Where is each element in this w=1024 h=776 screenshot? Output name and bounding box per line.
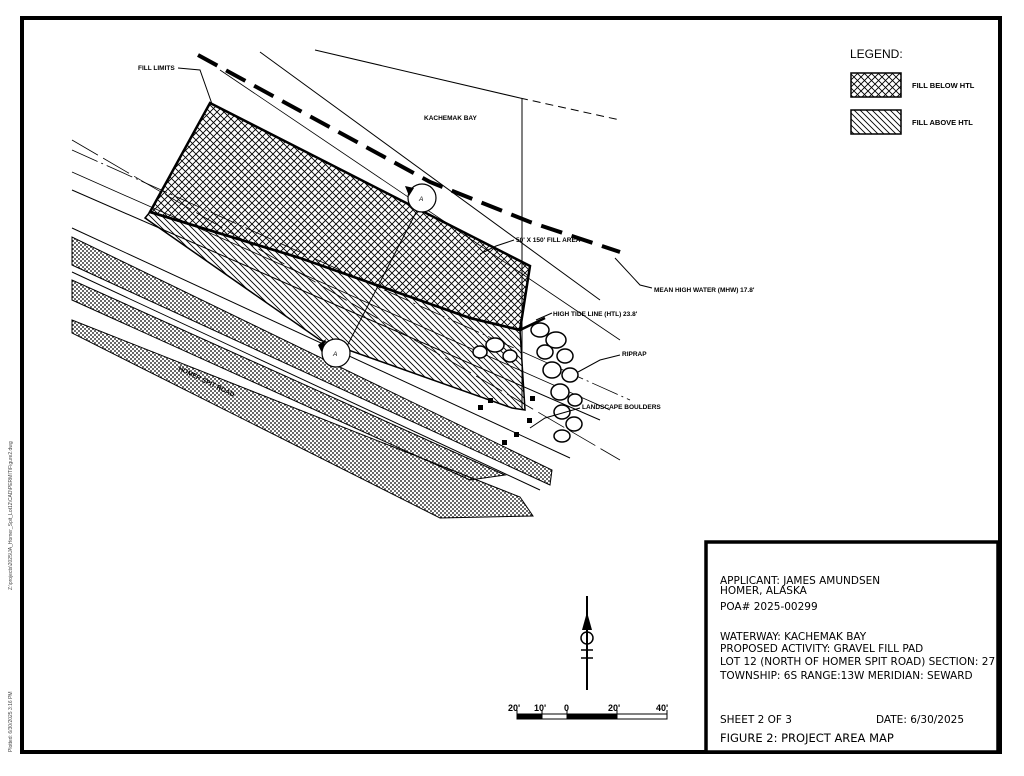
lot-line: LOT 12 (NORTH OF HOMER SPIT ROAD) SECTIO… [720, 656, 996, 668]
section-marker-label-top: A [418, 196, 423, 203]
kachemak-bay-label: KACHEMAK BAY [424, 115, 478, 122]
fill-limits-label: FILL LIMITS [138, 65, 175, 72]
htl-label: HIGH TIDE LINE (HTL) 23.8' [553, 311, 638, 318]
north-arrow [580, 596, 594, 690]
landscape-boulder-marks [478, 396, 535, 445]
fill-area-label: 50' X 150' FILL AREA [516, 237, 581, 244]
title-block-frame [704, 540, 1000, 754]
scale-bar [516, 710, 668, 720]
legend-swatch-fill-below [850, 72, 902, 98]
high-tide-line [149, 210, 546, 332]
section-marker-label-bottom: A [332, 351, 337, 358]
riprap-label: RIPRAP [622, 351, 647, 358]
legend-label-fill-below: FILL BELOW HTL [912, 81, 975, 90]
scale-label-10: 10' [534, 703, 546, 713]
drawing-date: DATE: 6/30/2025 [876, 714, 965, 726]
landscape-boulders-label: LANDSCAPE BOULDERS [582, 404, 661, 411]
legend-title: LEGEND: [850, 47, 903, 61]
activity-line: PROPOSED ACTIVITY: GRAVEL FILL PAD [720, 643, 924, 655]
scale-label-0: 0 [564, 703, 569, 713]
figure-title: FIGURE 2: PROJECT AREA MAP [720, 731, 894, 745]
section-marker-bottom [318, 338, 351, 368]
location-line: HOMER, ALASKA [720, 585, 807, 597]
plot-time-note: Plotted: 6/30/2025 3:16 PM [8, 691, 14, 752]
scale-label-20-right: 20' [608, 703, 620, 713]
legend-label-fill-above: FILL ABOVE HTL [912, 118, 973, 127]
mean-high-water-line [197, 53, 621, 254]
mhw-leader [614, 257, 653, 289]
section-marker-top [405, 183, 437, 213]
waterway-line: WATERWAY: KACHEMAK BAY [720, 631, 867, 643]
poa-line: POA# 2025-00299 [720, 601, 818, 613]
scale-label-20-left: 20' [508, 703, 520, 713]
township-line: TOWNSHIP: 6S RANGE:13W MERIDIAN: SEWARD [720, 670, 973, 682]
sheet-border [20, 16, 1002, 754]
applicant-line: APPLICANT: JAMES AMUNDSEN [720, 575, 881, 587]
riprap-boulders [472, 322, 583, 443]
leader-lines [177, 67, 621, 429]
legend-swatch-fill-above [850, 109, 902, 135]
scale-label-40: 40' [656, 703, 668, 713]
plot-path-note: Z:\projects\2025\JA_Homer_Spit_Lot12\CAD… [8, 441, 14, 590]
sheet-number: SHEET 2 OF 3 [720, 714, 792, 726]
mhw-label: MEAN HIGH WATER (MHW) 17.8' [654, 287, 755, 294]
